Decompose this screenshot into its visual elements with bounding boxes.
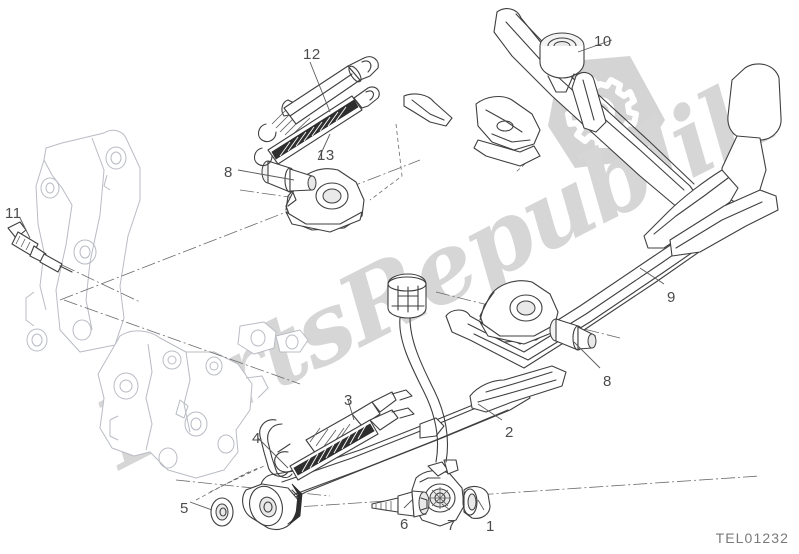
callout-9: 9 [667, 289, 676, 306]
callout-8a: 8 [224, 164, 233, 181]
linkage-ghost [237, 321, 309, 355]
callout-11: 11 [5, 205, 22, 222]
pivot-lug-right [479, 280, 559, 345]
callout-13: 13 [317, 147, 335, 164]
side-stand-assembly [242, 365, 567, 531]
callout-4: 4 [252, 430, 261, 447]
center-stand-pivot-bushing [539, 32, 585, 93]
side-stand-washer [210, 497, 234, 527]
diagram-code: TEL01232 [715, 530, 789, 546]
center-stand-return-spring-outer [257, 56, 379, 143]
stand-pivot-spacer-right [549, 318, 597, 351]
side-stand-switch-screw [371, 490, 430, 518]
side-stand-pivot-pin [462, 485, 491, 519]
frame-bracket-screw [7, 221, 73, 273]
callout-6: 6 [400, 516, 409, 533]
callout-1: 1 [486, 518, 495, 535]
center-stand-kick-lever [643, 63, 782, 257]
callout-7: 7 [447, 517, 456, 534]
callout-2: 2 [505, 424, 514, 441]
side-stand-spring-inner [259, 407, 415, 481]
engine-case-ghost [97, 330, 269, 479]
center-stand-assembly [403, 8, 782, 369]
stand-pivot-spacer-left [261, 160, 317, 193]
callout-5: 5 [180, 500, 189, 517]
callout-10: 10 [594, 33, 612, 50]
leader-lines [19, 39, 665, 511]
callout-3: 3 [344, 392, 353, 409]
center-stand-return-spring-inner [253, 86, 380, 167]
callout-12: 12 [303, 46, 321, 63]
callout-8b: 8 [603, 373, 612, 390]
side-stand-switch-connector [387, 273, 449, 463]
